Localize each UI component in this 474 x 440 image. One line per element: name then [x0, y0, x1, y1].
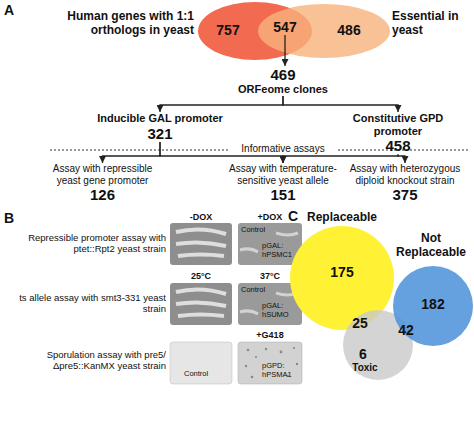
yeast-plate — [170, 223, 232, 265]
flow-step: Inducible GAL promoter321 — [95, 112, 225, 142]
node-value: 175 — [322, 264, 362, 280]
assay-step: Assay with heterozygous diploid knockout… — [345, 163, 465, 203]
flow-arrow — [160, 96, 283, 112]
set-shape — [258, 4, 390, 58]
yeast-plate — [238, 342, 302, 384]
node-value: Toxic — [343, 362, 387, 374]
condition-label: -DOX — [185, 212, 217, 222]
condition-label: 25°C — [185, 271, 217, 281]
assay-description: Repressible promoter assay with ptet::Rp… — [8, 233, 166, 255]
flow-arrow — [103, 142, 161, 163]
node-heading: Human genes with 1:1 orthologs in yeast — [66, 10, 194, 38]
set-shape — [393, 266, 473, 346]
yeast-plate — [170, 342, 232, 384]
plate-label: Control — [241, 226, 275, 235]
condition-label: +DOX — [254, 212, 286, 222]
plate-label: Control — [241, 286, 275, 295]
flow-step: Constitutive GPD promoter458 — [333, 112, 463, 155]
node-value: 757 — [208, 22, 248, 38]
assay-step: Assay with repressible yeast gene promot… — [45, 163, 160, 203]
venn-count: 42 — [396, 322, 416, 338]
assay-description: ts allele assay with smt3-331 yeast stra… — [8, 293, 166, 315]
node-heading: Assay with temperature-sensitive yeast a… — [218, 163, 348, 186]
panel-letter: B — [4, 210, 20, 226]
venn-count: 25 — [350, 315, 370, 331]
node-heading: Assay with heterozygous diploid knockout… — [345, 163, 465, 186]
node-value: 321 — [95, 125, 225, 142]
node-heading: 6 — [353, 346, 373, 362]
flow-step: 469ORFeome clones — [233, 66, 333, 96]
node-heading: Inducible GAL promoter — [95, 112, 225, 125]
node-value: ORFeome clones — [233, 83, 333, 96]
panel-letter: A — [4, 2, 20, 18]
panel-letter: C — [288, 208, 304, 224]
section-note: Informative assays — [228, 143, 338, 155]
plate-label: pGAL: hPSMC1 — [262, 242, 302, 259]
assay-description: Sporulation assay with pre5/Δpre5::KanMX… — [8, 350, 166, 372]
node-value: 182 — [413, 296, 453, 312]
node-heading: Essential in yeast — [392, 10, 472, 38]
flow-arrow — [398, 155, 405, 163]
venn-overlap: 547 — [265, 19, 305, 35]
node-value: 126 — [45, 186, 160, 203]
flow-arrow — [283, 155, 398, 163]
node-value: 375 — [345, 186, 465, 203]
condition-label: 37°C — [254, 271, 286, 281]
node-heading: 469 — [233, 66, 333, 83]
condition-label: +G418 — [250, 330, 290, 340]
plate-label: Control — [184, 370, 218, 379]
yeast-streaks — [176, 229, 226, 256]
node-heading: Assay with repressible yeast gene promot… — [45, 163, 160, 186]
yeast-streaks — [176, 289, 226, 316]
plate-label: pGPD: hPSMA1 — [262, 362, 302, 379]
assay-step: Assay with temperature-sensitive yeast a… — [218, 163, 348, 203]
yeast-plate — [238, 223, 302, 265]
node-heading: Replaceable — [290, 211, 394, 225]
node-heading: Constitutive GPD promoter — [333, 112, 463, 137]
flow-arrow — [283, 96, 398, 112]
node-heading: Not Replaceable — [389, 232, 473, 260]
node-value: 458 — [333, 137, 463, 154]
plate-label: pGAL: hSUMO — [262, 302, 302, 319]
node-heading: 547 — [265, 19, 305, 35]
yeast-plate — [170, 283, 232, 325]
node-value: 151 — [218, 186, 348, 203]
node-value: 486 — [324, 22, 374, 38]
